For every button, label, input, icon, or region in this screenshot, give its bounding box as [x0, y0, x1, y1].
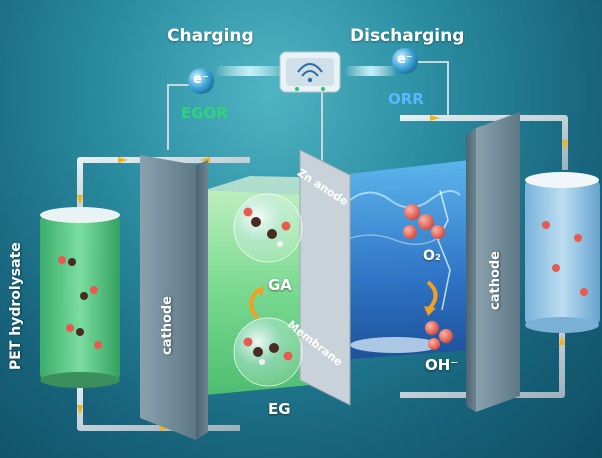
- ga-molecule-sphere: [233, 193, 303, 263]
- cathode-chamber: [340, 160, 470, 360]
- pet-hydrolysate-tank: [40, 207, 120, 388]
- electron-label: e⁻: [397, 52, 413, 67]
- cathode-electrolyte-tank: [525, 172, 600, 333]
- orr-label: ORR: [388, 90, 424, 108]
- eg-molecule-sphere: [233, 317, 303, 387]
- right-electrode-plate: [466, 112, 520, 412]
- pet-hydrolysate-label: PET hydrolysate: [8, 242, 24, 370]
- electron-label: e⁻: [193, 72, 209, 87]
- eg-label: EG: [268, 400, 291, 418]
- oh-label: OH⁻: [425, 356, 459, 374]
- electron-sphere-icon: [188, 68, 214, 94]
- left-electrode-plate: [140, 155, 208, 440]
- charging-title: Charging: [167, 26, 254, 46]
- oxygen-molecules: [403, 204, 453, 350]
- ga-label: GA: [268, 276, 292, 294]
- o2-label: O₂: [423, 248, 442, 264]
- discharging-beam: [345, 66, 397, 76]
- left-cathode-label: cathode: [160, 295, 175, 355]
- egor-label: EGOR: [181, 104, 228, 122]
- discharging-title: Discharging: [350, 26, 465, 46]
- membrane: [299, 149, 351, 406]
- charging-beam: [215, 66, 285, 76]
- electron-sphere-icon: [392, 48, 418, 74]
- reduction-arrow-icon: [426, 280, 438, 310]
- wifi-device-icon: [279, 51, 341, 93]
- conversion-arrow-icon: [249, 288, 260, 320]
- right-cathode-label: cathode: [488, 250, 503, 310]
